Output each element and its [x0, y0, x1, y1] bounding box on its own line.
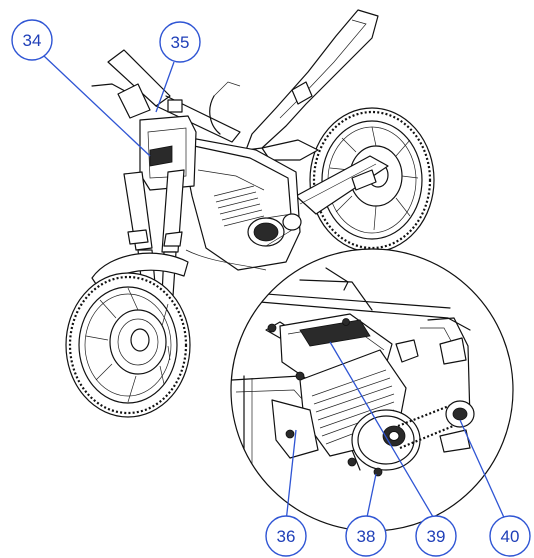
swingarm	[295, 155, 389, 215]
callout-label-36: 36	[277, 527, 296, 546]
callout-36: 36	[265, 515, 307, 557]
handlebar	[91, 49, 241, 143]
leader-39	[329, 341, 437, 523]
callout-label-34: 34	[23, 31, 42, 50]
rear-fender-seat	[245, 9, 379, 161]
callout-39: 39	[415, 515, 457, 557]
leader-38	[365, 473, 377, 523]
callout-35: 35	[159, 21, 201, 63]
front-wheel	[65, 272, 191, 418]
leader-36	[285, 429, 297, 523]
leader-lines	[43, 55, 507, 523]
callout-38: 38	[345, 515, 387, 557]
callout-40: 40	[489, 515, 531, 557]
leader-35	[155, 61, 175, 113]
leader-34	[43, 55, 151, 157]
callout-label-38: 38	[357, 527, 376, 546]
callout-34: 34	[11, 19, 53, 61]
callout-label-40: 40	[501, 527, 520, 546]
callout-label-35: 35	[171, 33, 190, 52]
frame-and-motor	[179, 135, 302, 271]
leader-40	[459, 419, 507, 523]
zoom-detail	[230, 248, 514, 532]
callout-label-39: 39	[427, 527, 446, 546]
zoom-leader	[185, 249, 267, 271]
